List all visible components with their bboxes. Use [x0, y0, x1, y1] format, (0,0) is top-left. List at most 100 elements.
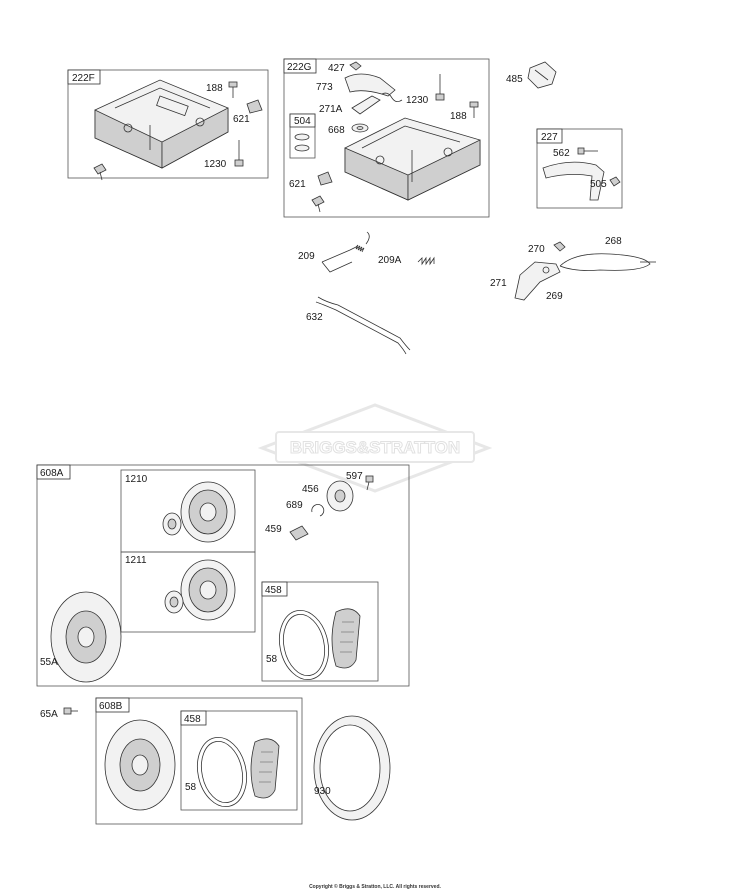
box-label-608B: 608B [99, 701, 123, 712]
part-label-58-a: 58 [266, 654, 278, 665]
control-bracket-icon [94, 79, 229, 169]
screw-icon [311, 195, 325, 213]
nut-icon [553, 241, 566, 252]
box-label-227: 227 [541, 132, 558, 143]
part-label-271: 271 [490, 278, 507, 289]
governor-arm-icon [351, 92, 403, 115]
box-label-222G: 222G [287, 62, 312, 73]
part-label-188-a: 188 [206, 83, 223, 94]
stud-icon [234, 140, 244, 167]
screw-icon [93, 163, 107, 181]
copyright-notice: Copyright © Briggs & Stratton, LLC. All … [309, 884, 441, 890]
box-label-458-b: 458 [184, 714, 201, 725]
spring-icon [417, 256, 435, 266]
starter-rope-icon [279, 610, 329, 680]
box-458-a-tag [261, 581, 288, 597]
part-label-597: 597 [346, 471, 363, 482]
box-222G-frame [283, 58, 490, 218]
part-label-505: 505 [590, 179, 607, 190]
box-1211-frame [120, 551, 256, 633]
governor-spring-icon [321, 231, 370, 273]
group-227: 227 562 505 [536, 128, 623, 209]
box-608B-tag [95, 697, 130, 713]
box-222G-tag [283, 58, 317, 74]
lever-icon [344, 73, 396, 97]
clip-icon [246, 99, 263, 114]
group-608B: 608B 458 58 [95, 697, 303, 825]
control-bracket-icon [344, 117, 481, 201]
part-label-427: 427 [328, 63, 345, 74]
box-608A-tag [36, 464, 71, 480]
box-label-608A: 608A [40, 468, 64, 479]
part-label-65A: 65A [40, 709, 58, 720]
part-label-668: 668 [328, 125, 345, 136]
stud-icon [435, 74, 445, 101]
box-504-tag [289, 113, 316, 128]
part-label-1230-b: 1230 [406, 95, 429, 106]
box-label-222F: 222F [72, 73, 95, 84]
governor-link-icon [315, 296, 411, 355]
rewind-starter-housing-icon [50, 591, 122, 683]
pulley-icon [164, 559, 236, 621]
retainer-icon [326, 480, 354, 512]
ring-icon [311, 504, 325, 517]
part-label-459: 459 [265, 524, 282, 535]
box-458-a-frame [261, 581, 379, 682]
nut-icon [349, 61, 362, 71]
screen-ring-icon [313, 715, 391, 821]
part-label-621-a: 621 [233, 114, 250, 125]
nut-icon [609, 176, 621, 187]
screw-icon [365, 475, 374, 491]
starter-handle-icon [331, 608, 361, 669]
washer-icon [294, 133, 310, 152]
starter-handle-icon [250, 738, 280, 799]
part-label-930: 930 [314, 786, 331, 797]
part-label-773: 773 [316, 82, 333, 93]
box-label-458-a: 458 [265, 585, 282, 596]
part-label-269: 269 [546, 291, 563, 302]
box-label-504: 504 [294, 116, 311, 127]
clip-icon [317, 171, 333, 186]
box-458-b-frame [180, 710, 298, 811]
part-label-1230-a: 1230 [204, 159, 227, 170]
starter-rope-icon [197, 737, 247, 807]
box-227-tag [536, 128, 563, 144]
pulley-icon [162, 481, 236, 543]
group-608A: 608A 1210 1211 597 456 689 [36, 464, 410, 687]
part-label-689: 689 [286, 500, 303, 511]
part-label-58-b: 58 [185, 782, 197, 793]
box-458-b-tag [180, 710, 207, 726]
part-label-209: 209 [298, 251, 315, 262]
part-label-632: 632 [306, 312, 323, 323]
pawl-icon [289, 525, 309, 541]
throttle-cable-icon [559, 253, 656, 271]
box-222F-frame [67, 69, 269, 179]
box-222F-tag [67, 69, 101, 85]
group-222G: 222G 504 427 773 271A 1230 668 188 [283, 58, 490, 218]
group-222F: 222F 188 621 1230 [67, 69, 269, 181]
box-label-1211: 1211 [125, 555, 147, 566]
bushing-icon [351, 123, 369, 133]
box-227-frame [536, 128, 623, 209]
box-608A-frame [36, 464, 410, 687]
part-label-485: 485 [506, 74, 523, 85]
screw-icon [469, 101, 479, 118]
screw-icon [63, 707, 78, 715]
part-label-271A: 271A [319, 104, 343, 115]
watermark-text: BRIGGS&STRATTON [290, 438, 460, 457]
part-label-270: 270 [528, 244, 545, 255]
part-label-621-b: 621 [289, 179, 306, 190]
part-label-188-b: 188 [450, 111, 467, 122]
part-label-209A: 209A [378, 255, 402, 266]
part-label-268: 268 [605, 236, 622, 247]
box-label-1210: 1210 [125, 474, 148, 485]
cable-clamp-icon [527, 61, 557, 89]
screw-icon [228, 81, 238, 98]
rewind-starter-housing-icon [104, 719, 176, 811]
part-label-562: 562 [553, 148, 570, 159]
box-608B-frame [95, 697, 303, 825]
part-label-456: 456 [302, 484, 319, 495]
throttle-lever-icon [514, 261, 561, 301]
part-label-55A: 55A [40, 657, 58, 668]
